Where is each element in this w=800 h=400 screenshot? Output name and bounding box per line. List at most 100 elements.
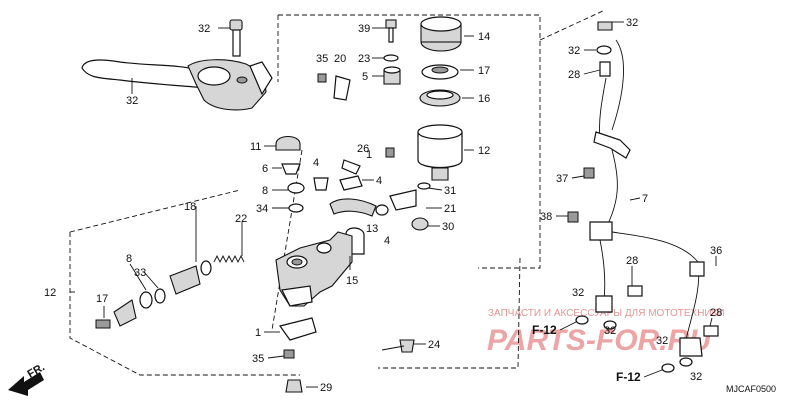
callout-18: 17: [96, 293, 108, 305]
bolt-37: [583, 167, 595, 179]
callout-8: 8: [262, 185, 268, 197]
washer-32: [596, 45, 612, 55]
watermark-line1: ЗАПЧАСТИ И АКСЕССУАРЫ ДЛЯ МОТОТЕХНИКИ: [488, 308, 725, 319]
nut: [411, 217, 429, 231]
pivot-bolt: [229, 19, 243, 57]
callout-12: 12: [478, 145, 490, 157]
diaphragm-plate: [421, 64, 459, 80]
bracket: [333, 75, 351, 101]
callout-31: 31: [444, 185, 456, 197]
washer: [383, 54, 399, 62]
diagram-code: MJCAF0500: [726, 384, 776, 394]
callout-27: 26: [357, 143, 369, 155]
callout-24: 32: [126, 95, 138, 107]
brake-hose-assembly: [567, 21, 719, 373]
callout-32-b: 32: [568, 45, 580, 57]
callout-14: 14: [478, 31, 490, 43]
callout-10: 11: [250, 141, 261, 153]
bolt-27: [385, 147, 395, 158]
bolt-28-mid: [627, 285, 643, 297]
piston-cup: [113, 299, 137, 327]
spacer: [383, 66, 401, 85]
callout-1: 1: [255, 327, 261, 339]
o-ring: [288, 203, 304, 213]
reservoir-hose: [329, 198, 377, 217]
callout-36: 36: [710, 245, 722, 257]
callout-11: 12: [44, 287, 56, 299]
callout-4-left: 4: [313, 157, 319, 169]
callout-39: 39: [358, 23, 370, 35]
callout-35-bottom: 35: [252, 353, 264, 365]
ref-f12-upper: F-12: [532, 323, 557, 337]
washer-bottom: [661, 363, 675, 373]
connector: [341, 159, 361, 175]
callout-19: 18: [184, 201, 196, 213]
front-label: FR.: [26, 361, 47, 380]
bolt-25: [399, 339, 415, 353]
washer-mid: [603, 320, 617, 330]
screw-top: [317, 73, 327, 83]
diaphragm: [419, 89, 461, 107]
callout-32-d: 32: [604, 325, 616, 337]
callouts: 32 32 14 17 16 12 39 23 5 35 20 11 6 8 3…: [44, 17, 722, 394]
watermark-line2: PARTS-FOR.RU: [487, 324, 712, 357]
callout-28-right: 28: [710, 307, 722, 319]
callout-2: 1: [366, 149, 372, 161]
callout-21: 21: [444, 203, 456, 215]
callout-5: 5: [362, 71, 368, 83]
callout-26: 32: [198, 23, 210, 35]
callout-32-e: 32: [656, 335, 668, 347]
main-hose: [605, 149, 618, 229]
callout-22: 22: [235, 213, 247, 225]
callout-28-mid: 28: [626, 255, 638, 267]
three-way-joint: [589, 221, 613, 241]
clamp-36: [689, 261, 705, 277]
hose-clamp: [375, 204, 389, 216]
washer-left: [575, 315, 589, 325]
callout-33: 33: [134, 267, 146, 279]
stay: [389, 189, 417, 211]
reservoir-boundary: [278, 14, 541, 269]
washer-right: [679, 357, 693, 367]
callout-34: 34: [256, 203, 268, 215]
leader-lines: [70, 21, 717, 388]
ring-33: [154, 288, 166, 304]
callout-7: 7: [642, 193, 648, 205]
assembly-boundaries: [69, 9, 606, 376]
bolt-28: [599, 61, 611, 77]
ref-f12-lower: F-12: [616, 370, 641, 384]
watermark: ЗАПЧАСТИ И АКСЕССУАРЫ ДЛЯ МОТОТЕХНИКИ PA…: [487, 308, 725, 357]
screw-35: [283, 349, 295, 359]
callout-20: 20: [334, 53, 346, 65]
banjo-right: [679, 337, 703, 357]
lower-boundary: [378, 257, 521, 369]
callout-28-top: 28: [568, 69, 580, 81]
master-cylinder: [275, 231, 353, 307]
piston-kit: [95, 254, 245, 329]
oil-hose-joint: [287, 182, 305, 194]
small-bolt: [385, 19, 397, 43]
callout-3: 4: [376, 175, 382, 187]
callout-32-c: 32: [572, 287, 584, 299]
front-direction: FR.: [8, 361, 47, 396]
piston: [169, 265, 201, 295]
brake-lever: [81, 59, 273, 111]
boot: [275, 135, 301, 151]
callout-37: 37: [556, 173, 568, 185]
brake-switch: [278, 317, 317, 341]
callout-13: 13: [366, 223, 378, 235]
banjo-left: [595, 295, 613, 313]
hose-clip-upper: [313, 177, 329, 191]
callout-35-top: 35: [316, 53, 328, 65]
hose-clip-right: [339, 175, 363, 191]
callout-25: 24: [428, 339, 440, 351]
callout-17: 17: [478, 65, 490, 77]
callout-15: 15: [346, 275, 358, 287]
callout-6: 6: [262, 163, 268, 175]
callout-16: 16: [478, 93, 490, 105]
callout-30: 30: [442, 221, 454, 233]
callout-38: 38: [540, 211, 552, 223]
callout-4-right: 4: [384, 235, 390, 247]
